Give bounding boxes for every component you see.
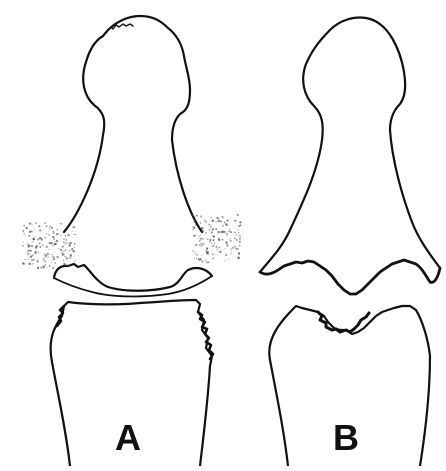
panel-a-head-irregular-edge [108,24,133,30]
panel-a-upper-articular-surface [54,264,212,291]
panel-b-upper-articular-surface [260,260,440,294]
panel-a-soft-tissue-speckle [22,214,241,269]
panel-label-b: B [326,420,366,456]
panel-a-lower-erosion-right [198,312,213,359]
panel-label-a: A [108,420,148,456]
panel-a-upper-articular-underside [54,276,212,296]
panel-a [22,16,241,466]
panel-a-upper-bone [64,16,202,232]
panel-b [260,18,440,467]
panel-b-upper-bone [260,18,440,273]
